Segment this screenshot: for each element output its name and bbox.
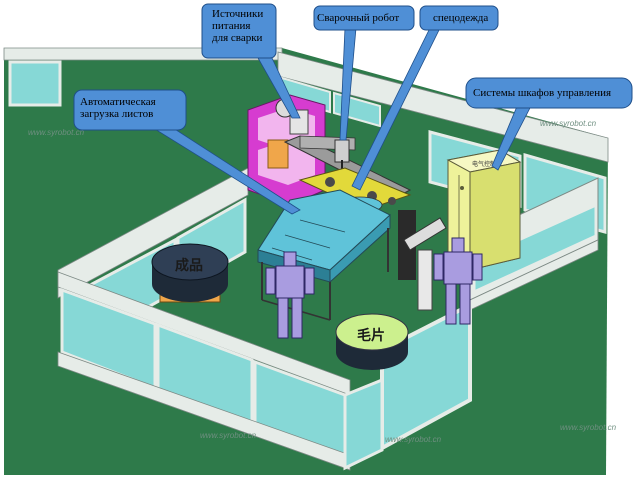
label-welding-robot: Сварочный робот <box>317 12 400 24</box>
callout-robot <box>313 5 415 141</box>
fence-right <box>380 177 599 452</box>
callout-power <box>201 3 301 119</box>
watermark-4: www.syrobot.cn <box>385 435 442 444</box>
operator-right <box>433 237 483 325</box>
watermark-5: www.syrobot.cn <box>560 423 617 432</box>
control-cabinet: 电气控制柜 <box>446 149 522 271</box>
table-left-text: 成品 <box>175 257 203 274</box>
fence-front <box>57 271 384 471</box>
label-fixture: спецодежда <box>433 12 489 24</box>
watermark-3: www.syrobot.cn <box>200 431 257 440</box>
robot-base <box>398 210 447 311</box>
callout-autoload <box>73 89 301 215</box>
table-blanks: 毛片 <box>335 313 409 370</box>
callout-cabinet <box>465 77 633 171</box>
label-control-cabinet: Системы шкафов управления <box>473 87 612 99</box>
watermark-1: www.syrobot.cn <box>28 128 85 137</box>
callout-fixture <box>351 5 499 191</box>
table-finished: 成品 <box>151 243 229 303</box>
cabinet-text: 电气控制柜 <box>472 160 502 168</box>
label-power-sources: Источники питания для сварки <box>212 8 264 44</box>
label-auto-loading: Автоматическая загрузка листов <box>80 96 156 120</box>
operator-left <box>265 251 315 339</box>
table-right-text: 毛片 <box>357 327 385 344</box>
watermark-2: www.syrobot.cn <box>540 119 597 128</box>
